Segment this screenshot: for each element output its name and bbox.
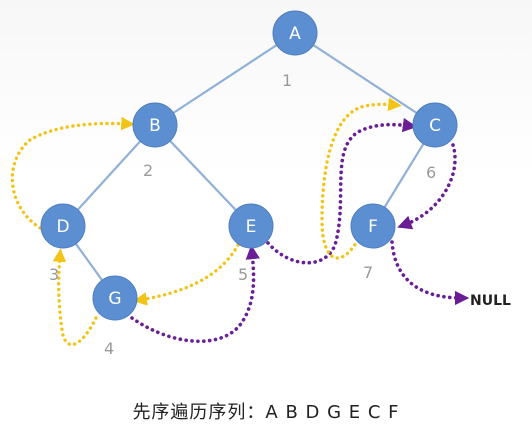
node-label: A	[289, 24, 301, 44]
order-number: 5	[238, 265, 248, 284]
edge-a-b	[154, 32, 296, 126]
node-circle	[350, 203, 396, 249]
node-circle	[132, 102, 178, 148]
node-c: C6	[412, 102, 458, 182]
thread-f-to-e	[320, 97, 402, 260]
edge-a-c	[294, 32, 436, 126]
preorder-caption: 先序遍历序列：A B D G E C F	[132, 402, 400, 423]
order-number: 4	[104, 339, 114, 358]
order-number: 6	[426, 163, 436, 182]
order-number: 7	[363, 263, 373, 282]
node-f: F7	[350, 203, 396, 282]
node-b: B2	[132, 102, 178, 180]
order-number: 1	[282, 71, 292, 90]
node-circle	[272, 10, 318, 56]
node-label: B	[149, 116, 161, 136]
null-label: NULL	[470, 293, 511, 309]
node-label: E	[246, 217, 257, 237]
node-circle	[92, 275, 138, 321]
order-number: 3	[49, 265, 59, 284]
node-d: D3	[40, 203, 86, 284]
thread-c-to-f	[397, 143, 457, 230]
node-g: G4	[92, 275, 138, 358]
tree-edges	[62, 32, 436, 299]
node-label: G	[108, 289, 121, 309]
thread-g-to-d	[52, 248, 98, 347]
node-label: D	[56, 217, 69, 237]
node-label: C	[429, 116, 441, 136]
thread-e-to-g	[133, 243, 240, 306]
node-circle	[228, 203, 274, 249]
node-circle	[40, 203, 86, 249]
thread-f-to-null	[390, 240, 470, 306]
thread-g-to-e	[130, 244, 260, 344]
thread-e-to-c	[266, 117, 418, 265]
node-circle	[412, 102, 458, 148]
node-label: F	[368, 217, 378, 237]
thread-d-to-b	[10, 116, 135, 230]
node-e: E5	[228, 203, 274, 284]
edge-b-e	[154, 124, 252, 227]
node-a: A1	[272, 10, 318, 90]
thread-links	[10, 97, 470, 347]
edge-b-d	[62, 124, 156, 227]
order-number: 2	[143, 161, 153, 180]
